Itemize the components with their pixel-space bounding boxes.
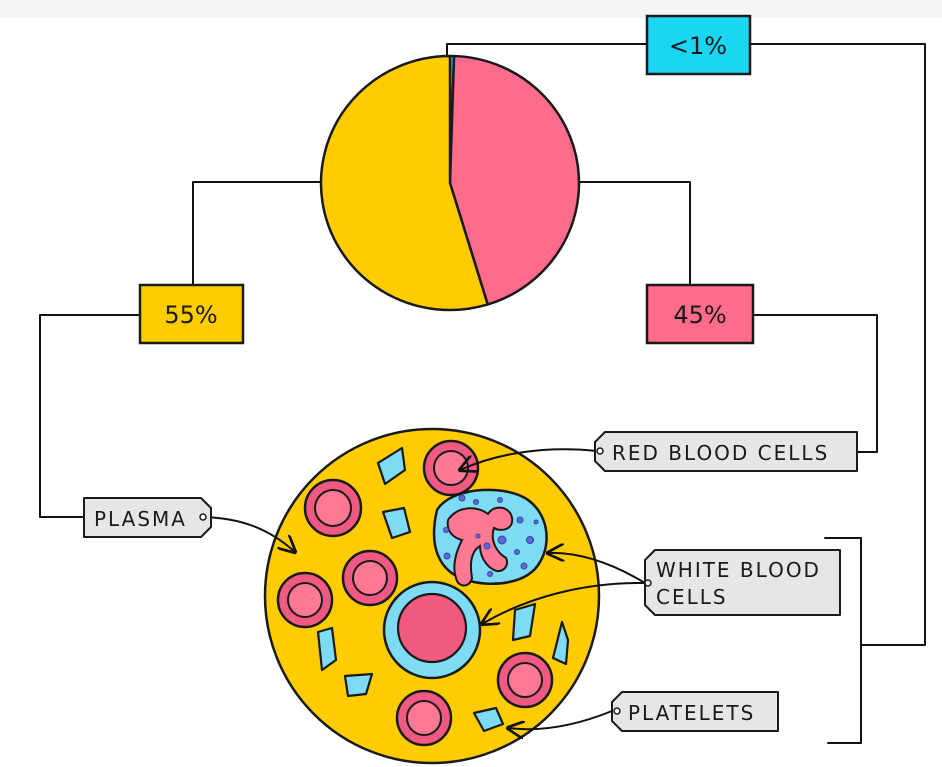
platelet xyxy=(376,446,407,486)
platelet xyxy=(511,602,537,642)
white-blood-cells-label-line1: WHITE BLOOD xyxy=(656,558,821,582)
cells-percent-box: 45% xyxy=(645,283,755,345)
plasma-tag: PLASMA xyxy=(83,497,212,538)
white-blood-cell-lymphocyte xyxy=(382,580,482,680)
red-blood-cells-tag: RED BLOOD CELLS xyxy=(594,431,858,472)
white-blood-cells-tag: WHITE BLOOD CELLS xyxy=(644,549,841,616)
red-blood-cell xyxy=(303,478,363,538)
platelet xyxy=(343,672,374,698)
platelets-group xyxy=(316,446,570,733)
composition-pie-chart xyxy=(319,54,581,312)
other-percent-box: <1% xyxy=(645,14,752,76)
platelet xyxy=(381,506,412,540)
blood-sample-illustration xyxy=(263,427,601,765)
platelet xyxy=(472,706,505,733)
red-blood-cell xyxy=(496,651,554,709)
pie-slice-plasma xyxy=(319,54,489,312)
pointer-arrows xyxy=(202,448,646,729)
pie-slice-cells xyxy=(448,54,581,306)
plasma-percent-box: 55% xyxy=(138,283,245,345)
plasma-percent-text: 55% xyxy=(164,301,217,329)
plasma-label: PLASMA xyxy=(94,507,187,531)
platelets-tag: PLATELETS xyxy=(611,691,779,732)
platelet xyxy=(551,620,570,666)
red-blood-cell xyxy=(422,439,480,497)
white-blood-cells-label-line2: CELLS xyxy=(656,585,728,609)
other-percent-text: <1% xyxy=(669,32,727,60)
header-band xyxy=(0,0,942,18)
red-blood-cells-label: RED BLOOD CELLS xyxy=(612,441,829,465)
connector-lines xyxy=(39,43,926,744)
red-blood-cell xyxy=(276,571,334,629)
white-blood-cell-granulocyte xyxy=(432,488,548,587)
red-blood-cell xyxy=(341,549,399,607)
cells-percent-text: 45% xyxy=(673,301,726,329)
red-blood-cell xyxy=(395,689,453,747)
platelets-label: PLATELETS xyxy=(628,701,755,725)
platelet xyxy=(316,626,338,672)
red-blood-cells-group xyxy=(276,439,554,747)
